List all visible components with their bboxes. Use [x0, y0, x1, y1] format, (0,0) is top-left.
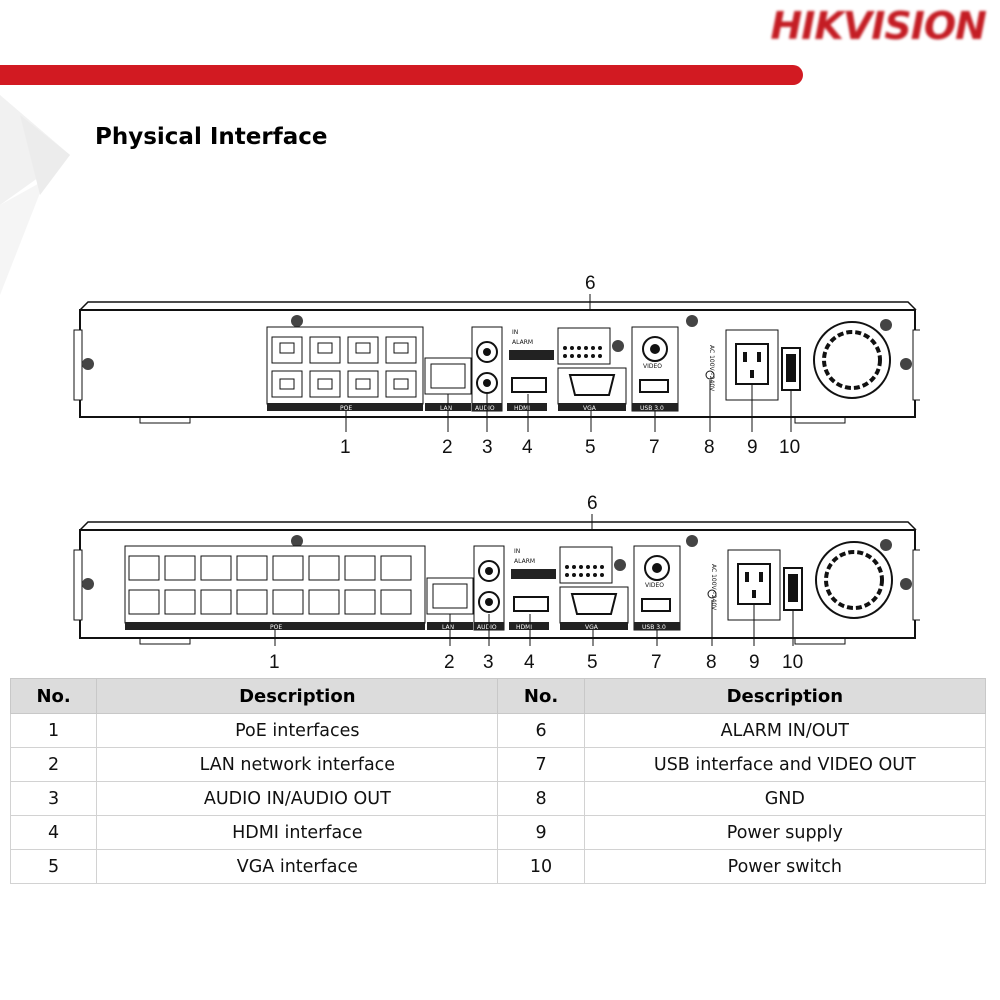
cell-description: AUDIO IN/AUDIO OUT	[96, 781, 499, 816]
svg-text:POE: POE	[270, 624, 282, 631]
callout-9: 9	[749, 652, 760, 673]
svg-text:ALARM: ALARM	[512, 339, 533, 346]
cell-no: 5	[9, 849, 98, 884]
vga-port: VGA	[557, 340, 627, 412]
callout-8: 8	[706, 652, 717, 673]
brand-logo: HIKVISION	[770, 4, 987, 48]
svg-text:VGA: VGA	[583, 405, 597, 412]
svg-text:VIDEO: VIDEO	[645, 582, 664, 589]
svg-text:AUDIO: AUDIO	[477, 624, 497, 631]
table-row: 5 VGA interface 10 Power switch	[9, 849, 987, 884]
power-section	[727, 541, 893, 621]
svg-text:AUDIO: AUDIO	[475, 405, 495, 412]
cell-no: 3	[9, 781, 98, 816]
vga-port: VGA	[559, 559, 629, 631]
callout-10: 10	[779, 437, 800, 458]
svg-text:USB 3.0: USB 3.0	[640, 405, 664, 412]
svg-text:VGA: VGA	[585, 624, 599, 631]
cell-no: 4	[9, 815, 98, 850]
callout-8: 8	[704, 437, 715, 458]
svg-text:IN: IN	[514, 548, 520, 555]
cell-description: Power switch	[583, 849, 987, 884]
callout-2: 2	[444, 652, 455, 673]
page-title: Physical Interface	[95, 124, 328, 150]
svg-text:USB 3.0: USB 3.0	[642, 624, 666, 631]
svg-text:AC 100V~240V: AC 100V~240V	[708, 345, 715, 392]
svg-text:ALARM: ALARM	[514, 558, 535, 565]
callout-1: 1	[340, 437, 351, 458]
table-row: 3 AUDIO IN/AUDIO OUT 8 GND	[9, 781, 987, 816]
cell-description: ALARM IN/OUT	[583, 713, 987, 748]
cell-no: 9	[497, 815, 585, 850]
cell-description: VGA interface	[96, 849, 499, 884]
decorative-triangles	[0, 95, 70, 295]
cell-no: 6	[497, 713, 585, 748]
cell-no: 10	[497, 849, 585, 884]
callout-4: 4	[522, 437, 533, 458]
interface-description-table: No. Description No. Description 1 PoE in…	[9, 678, 987, 884]
callout-1: 1	[269, 652, 280, 673]
table-row: 1 PoE interfaces 6 ALARM IN/OUT	[9, 713, 987, 748]
cell-no: 2	[9, 747, 98, 782]
usb-video-ports: VIDEO USB 3.0	[633, 545, 681, 631]
svg-text:POE: POE	[340, 405, 352, 412]
cell-no: 1	[9, 713, 98, 748]
callout-9: 9	[747, 437, 758, 458]
cell-no: 7	[497, 747, 585, 782]
header-description-left: Description	[96, 678, 499, 714]
callout-5: 5	[585, 437, 596, 458]
callout-10: 10	[782, 652, 803, 673]
callout-6: 6	[585, 273, 596, 294]
svg-text:HDMI: HDMI	[514, 405, 530, 412]
svg-text:HDMI: HDMI	[516, 624, 532, 631]
callout-7: 7	[651, 652, 662, 673]
svg-text:IN: IN	[512, 329, 518, 336]
callout-7: 7	[649, 437, 660, 458]
nvr-rear-panel-8-port: 6 POE LAN AUDIO IN ALARM	[73, 273, 920, 458]
header-description-right: Description	[583, 678, 987, 714]
header-red-bar	[0, 65, 803, 85]
svg-text:LAN: LAN	[442, 624, 454, 631]
usb-video-ports: VIDEO USB 3.0	[631, 326, 679, 412]
hdmi-port: IN ALARM HDMI	[509, 548, 556, 631]
cell-description: LAN network interface	[96, 747, 499, 782]
table-header-row: No. Description No. Description	[9, 678, 987, 714]
callout-5: 5	[587, 652, 598, 673]
cell-description: GND	[583, 781, 987, 816]
nvr-rear-panel-16-port: 6 POE LAN AUDIO IN ALARM	[73, 493, 920, 673]
gnd-symbol: AC 100V~240V	[707, 564, 717, 611]
table-row: 2 LAN network interface 7 USB interface …	[9, 747, 987, 782]
callout-4: 4	[524, 652, 535, 673]
cell-description: USB interface and VIDEO OUT	[583, 747, 987, 782]
cell-description: HDMI interface	[96, 815, 499, 850]
svg-text:VIDEO: VIDEO	[643, 363, 662, 370]
header-no-left: No.	[9, 678, 98, 714]
callout-3: 3	[483, 652, 494, 673]
hdmi-port: IN ALARM HDMI	[507, 329, 554, 412]
alarm-terminal	[559, 546, 613, 584]
cell-description: Power supply	[583, 815, 987, 850]
gnd-symbol: AC 100V~240V	[705, 345, 715, 392]
alarm-terminal	[557, 327, 611, 365]
header-no-right: No.	[497, 678, 585, 714]
cell-description: PoE interfaces	[96, 713, 499, 748]
cell-no: 8	[497, 781, 585, 816]
callout-6: 6	[587, 493, 598, 514]
callout-2: 2	[442, 437, 453, 458]
callout-3: 3	[482, 437, 493, 458]
poe-port-block: POE	[124, 545, 426, 631]
table-row: 4 HDMI interface 9 Power supply	[9, 815, 987, 850]
svg-text:LAN: LAN	[440, 405, 452, 412]
svg-text:AC 100V~240V: AC 100V~240V	[710, 564, 717, 611]
poe-port-block: POE	[266, 326, 424, 412]
